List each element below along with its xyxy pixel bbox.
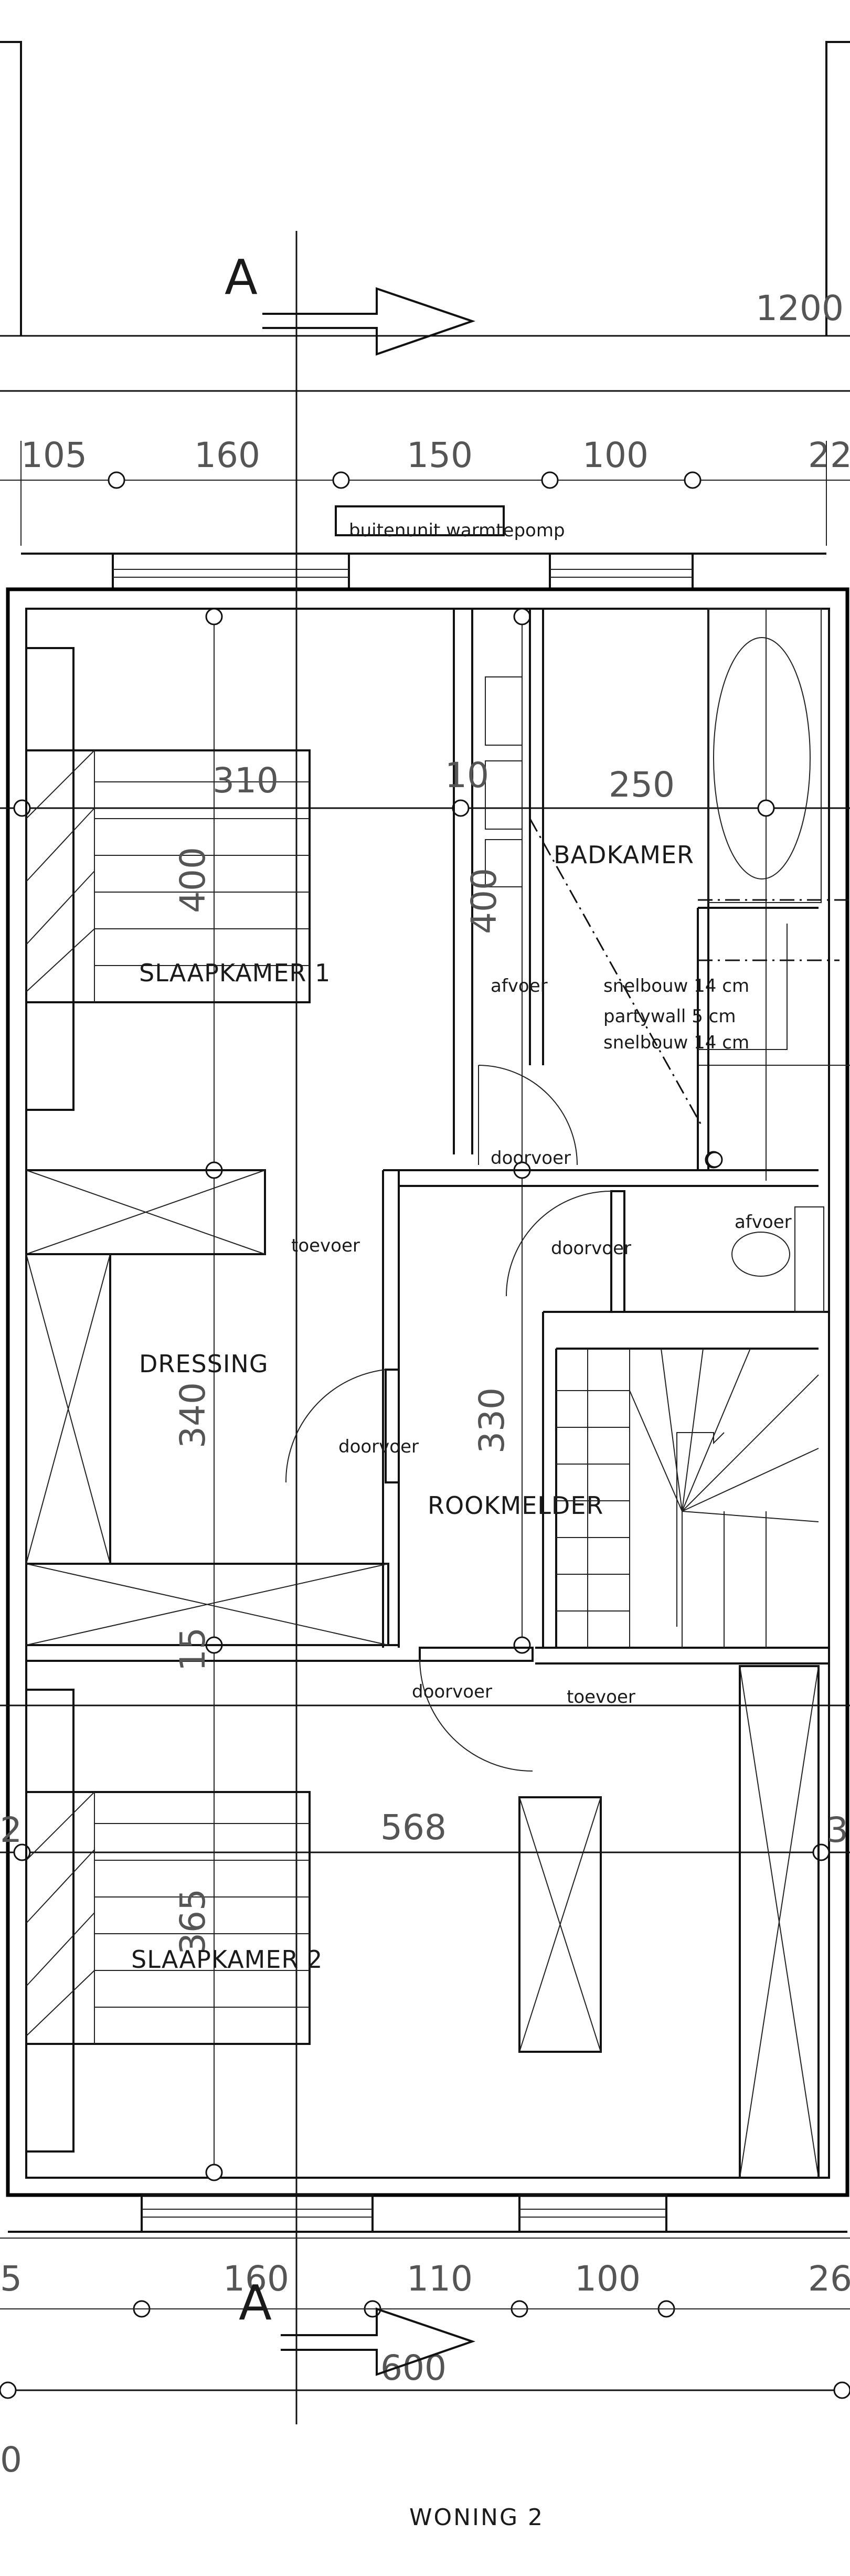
note-toevoer-2: toevoer — [567, 1687, 635, 1708]
dim-seg-bottom-4: 100 — [575, 2259, 641, 2299]
dim-left-edge: 2 — [0, 1810, 22, 1850]
room-label-badkamer: BADKAMER — [554, 841, 694, 869]
top-facade: buitenunit warmtepomp — [21, 505, 826, 590]
dim-total-top: 1200 — [756, 288, 844, 328]
heat-pump-label: buitenunit warmtepomp — [349, 520, 565, 541]
bed-1 — [25, 749, 311, 1003]
wardrobe-center — [518, 1796, 602, 2053]
plan-title: WONING 2 — [409, 2504, 544, 2531]
bathtub — [713, 637, 811, 879]
slaapkamer-1: 310 400 SLAAPKAMER 1 — [25, 647, 331, 1111]
note-snelbouw-1: snelbouw 14 cm — [603, 976, 749, 997]
dim-wall-15: 15 — [173, 1627, 213, 1671]
note-doorvoer-4: doorvoer — [412, 1681, 492, 1702]
dressing-cabinet-top — [25, 1169, 266, 1255]
dim-seg-top-2: 160 — [194, 435, 260, 475]
dim-seg-bottom-2: 160 — [223, 2259, 289, 2299]
section-label-top: A — [225, 249, 258, 305]
dim-badkamer-width: 250 — [609, 765, 675, 805]
badkamer: 250 10 400 BADKAMER afvoer snelbouw 14 c… — [445, 608, 850, 1169]
note-partywall: partywall 5 cm — [603, 1006, 736, 1027]
bed-headboard-1 — [25, 647, 75, 1111]
dim-right-edge: 3 — [826, 1810, 848, 1850]
slaapkamer-2: 568 365 2 3 SLAAPKAMER 2 — [0, 1665, 848, 2179]
dim-seg-top-3: 150 — [407, 435, 473, 475]
staircase — [556, 1348, 819, 1648]
dim-seg-top-5: 22 — [808, 435, 850, 475]
room-label-dressing: DRESSING — [139, 1350, 268, 1378]
note-doorvoer-2: doorvoer — [551, 1238, 631, 1259]
dim-slaapkamer1-width: 310 — [212, 760, 279, 801]
dim-seg-bottom-3: 110 — [407, 2259, 473, 2299]
window-top-right — [549, 553, 694, 590]
dim-seg-top-4: 100 — [582, 435, 649, 475]
top-dimension-lines: 1200 105 160 150 100 22 — [0, 288, 850, 546]
room-label-rookmelder: ROOKMELDER — [428, 1491, 603, 1520]
window-bottom-left — [141, 2194, 374, 2233]
toilet-area: doorvoer afvoer — [506, 1190, 824, 1313]
dim-slaapkamer2-width: 568 — [380, 1807, 447, 1848]
dim-slaapkamer1-depth: 400 — [173, 847, 213, 913]
dim-slaapkamer2-depth: 365 — [173, 1889, 213, 1955]
heat-pump-unit — [335, 505, 505, 536]
wardrobe-right — [739, 1665, 820, 2179]
room-label-slaapkamer-2: SLAAPKAMER 2 — [131, 1945, 323, 1974]
section-marker-top: A — [225, 249, 476, 356]
note-afvoer-1: afvoer — [491, 976, 548, 997]
dim-hall-width: 10 — [445, 755, 489, 796]
note-snelbouw-2: snelbouw 14 cm — [603, 1032, 749, 1053]
note-doorvoer-1: doorvoer — [491, 1148, 571, 1169]
dim-hall-depth: 330 — [472, 1387, 512, 1454]
dressing-cabinet-bottom — [25, 1563, 389, 1646]
toilet-bowl — [731, 1232, 790, 1277]
bed-2 — [25, 1791, 311, 2045]
bed-headboard-2 — [25, 1689, 75, 2153]
note-toevoer-1: toevoer — [291, 1235, 360, 1256]
dim-seg-top-1: 105 — [21, 435, 87, 475]
dim-dressing-depth: 340 — [173, 1382, 213, 1448]
bottom-dimension-lines: 5 160 110 100 26 600 0 — [0, 2238, 850, 2480]
window-bottom-right — [518, 2194, 667, 2233]
room-label-slaapkamer-1: SLAAPKAMER 1 — [139, 959, 331, 987]
dim-badkamer-depth: 400 — [464, 868, 504, 934]
dim-left-partial: 0 — [0, 2440, 22, 2480]
window-top-left — [112, 553, 350, 590]
structural-grid — [0, 231, 850, 2424]
dim-seg-bottom-1: 5 — [0, 2259, 22, 2299]
dressing: DRESSING 340 15 toevoer doorvoer — [25, 1169, 419, 1671]
hall: 330 ROOKMELDER doorvoer toevoer — [412, 1348, 819, 1772]
note-afvoer-2: afvoer — [735, 1212, 792, 1233]
dim-seg-bottom-5: 26 — [808, 2259, 850, 2299]
section-marker-bottom: A — [239, 2275, 476, 2376]
note-doorvoer-3: doorvoer — [338, 1436, 419, 1457]
bottom-facade — [8, 2194, 847, 2233]
section-label-bottom: A — [239, 2275, 272, 2331]
top-neighbour-walls — [0, 41, 850, 336]
